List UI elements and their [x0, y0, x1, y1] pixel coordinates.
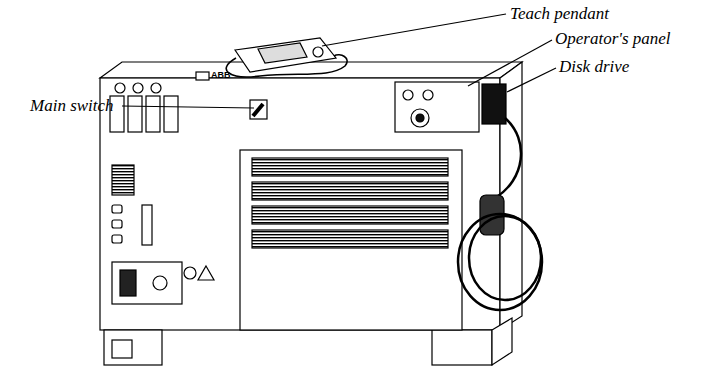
- panel-button: [403, 90, 413, 100]
- vent-grille: [252, 230, 448, 248]
- connector-strip: [142, 205, 152, 245]
- teach-pendant-body: [235, 38, 336, 72]
- port: [112, 205, 122, 213]
- indicator-lamp: [133, 83, 143, 93]
- part-label: Teach pendant: [510, 5, 609, 22]
- port: [112, 235, 122, 243]
- brand-mark: ABB: [211, 71, 231, 80]
- main-switch-body: [250, 100, 267, 119]
- teach-pendant-screen: [258, 43, 307, 63]
- vent-grille: [252, 158, 448, 176]
- cabinet-top: [100, 62, 522, 78]
- indicator-lamp: [151, 83, 161, 93]
- logo-plate: [196, 72, 209, 80]
- leader-line: [322, 14, 506, 46]
- operator-panel: [395, 82, 479, 132]
- cable-coil: [458, 214, 542, 310]
- emergency-stop: [411, 109, 429, 127]
- leader-line: [507, 68, 556, 92]
- pendant-cord: [226, 55, 347, 77]
- disk-drive-slot: [482, 84, 506, 124]
- leader-line: [468, 40, 552, 86]
- leader-line: [122, 106, 254, 108]
- lower-panel: [240, 150, 462, 330]
- cabinet-foot: [104, 330, 162, 365]
- part-label: Main switch: [30, 97, 114, 114]
- pendant-cable: [495, 118, 521, 198]
- part-label: Operator's panel: [555, 30, 671, 47]
- cabinet-foot: [432, 330, 492, 365]
- board-slot: [164, 96, 178, 132]
- panel-button: [423, 90, 433, 100]
- foot-slot: [112, 340, 132, 358]
- stop-knob: [416, 114, 424, 122]
- pendant-joystick: [313, 47, 323, 57]
- connector: [120, 270, 136, 296]
- vent-grille: [252, 206, 448, 224]
- part-label: Disk drive: [559, 58, 629, 75]
- port: [112, 220, 122, 228]
- main-switch-handle: [253, 104, 263, 116]
- vent-grille: [252, 182, 448, 200]
- side-vent: [112, 165, 134, 195]
- board-slot: [146, 96, 160, 132]
- warning-symbol: [184, 267, 196, 279]
- warning-triangle: [198, 266, 214, 280]
- cabinet-front: [100, 78, 500, 330]
- connector-plate: [112, 262, 182, 304]
- foot-side: [492, 318, 512, 365]
- cable-coil: [469, 216, 541, 300]
- board-slot: [128, 96, 142, 132]
- indicator-lamp: [115, 83, 125, 93]
- connector-round: [153, 276, 167, 290]
